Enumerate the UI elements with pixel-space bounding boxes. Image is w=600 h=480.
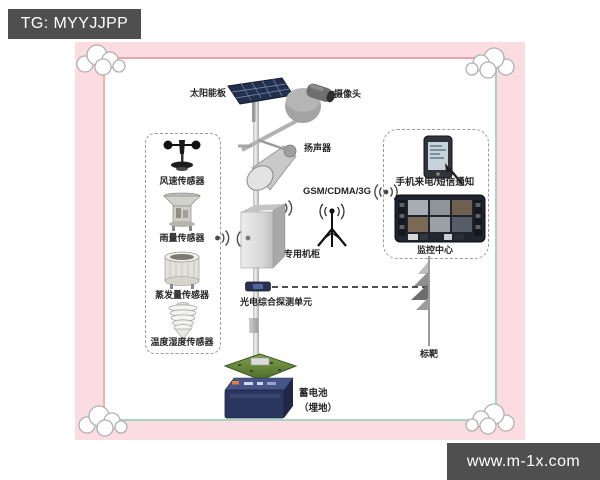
cabinet-icon xyxy=(240,203,286,269)
watermark-top-left: TG: MYYJJPP xyxy=(8,9,141,39)
cloud-icon xyxy=(465,403,515,435)
battery-label-line2: （埋地） xyxy=(299,403,338,414)
photoelectric-unit-icon xyxy=(245,281,271,292)
radiation-shield-icon xyxy=(168,302,198,339)
cloud-icon xyxy=(76,44,126,76)
solar-panel-label: 太阳能板 xyxy=(190,88,227,98)
camera-arm xyxy=(238,116,303,152)
phone-label: 手机来电/短信通知 xyxy=(395,177,475,188)
watermark-bottom-right: www.m-1x.com xyxy=(447,443,600,480)
camera-icon xyxy=(285,83,336,123)
sensor-label: 蒸发量传感器 xyxy=(154,290,209,300)
gsm-label: GSM/CDMA/3G xyxy=(302,186,372,197)
cabinet-label: 专用机柜 xyxy=(284,249,321,259)
target-label: 标靶 xyxy=(420,349,439,359)
battery-icon xyxy=(224,377,294,419)
battery-label-line1: 蓄电池 xyxy=(299,388,328,399)
target-wedges-icon xyxy=(411,262,428,310)
sensor-label: 风速传感器 xyxy=(159,176,205,186)
evaporation-pan-icon xyxy=(164,251,200,289)
sensor-panel xyxy=(145,133,221,354)
frame-border-top xyxy=(103,57,497,59)
photoelectric-label: 光电综合探测单元 xyxy=(240,297,313,307)
signal-waves-icon xyxy=(215,230,230,246)
grass-base-icon xyxy=(223,353,298,381)
target-pole xyxy=(428,256,430,346)
monitor-center-label: 监控中心 xyxy=(416,245,453,255)
speaker-label: 扬声器 xyxy=(304,143,332,153)
cloud-icon xyxy=(78,405,128,437)
antenna-icon xyxy=(317,203,347,247)
phone-icon xyxy=(423,135,463,185)
frame-border-bottom xyxy=(103,419,497,421)
sensor-label: 温度湿度传感器 xyxy=(150,337,214,347)
rain-gauge-icon xyxy=(163,192,201,231)
anemometer-icon xyxy=(163,140,201,171)
battery-label: 蓄电池 （埋地） xyxy=(299,386,337,416)
frame-border-left xyxy=(103,57,105,421)
camera-label: 摄像头 xyxy=(334,89,362,99)
speaker-icon xyxy=(246,138,297,191)
frame-border-right xyxy=(495,57,497,421)
control-panel xyxy=(383,129,489,259)
detection-beam-dashed-line xyxy=(262,286,428,288)
video-wall-icon xyxy=(394,194,486,243)
sensor-label: 雨量传感器 xyxy=(159,233,205,243)
cloud-icon xyxy=(465,47,515,79)
solar-panel-icon xyxy=(227,77,294,122)
pole-junction-box xyxy=(249,318,258,333)
